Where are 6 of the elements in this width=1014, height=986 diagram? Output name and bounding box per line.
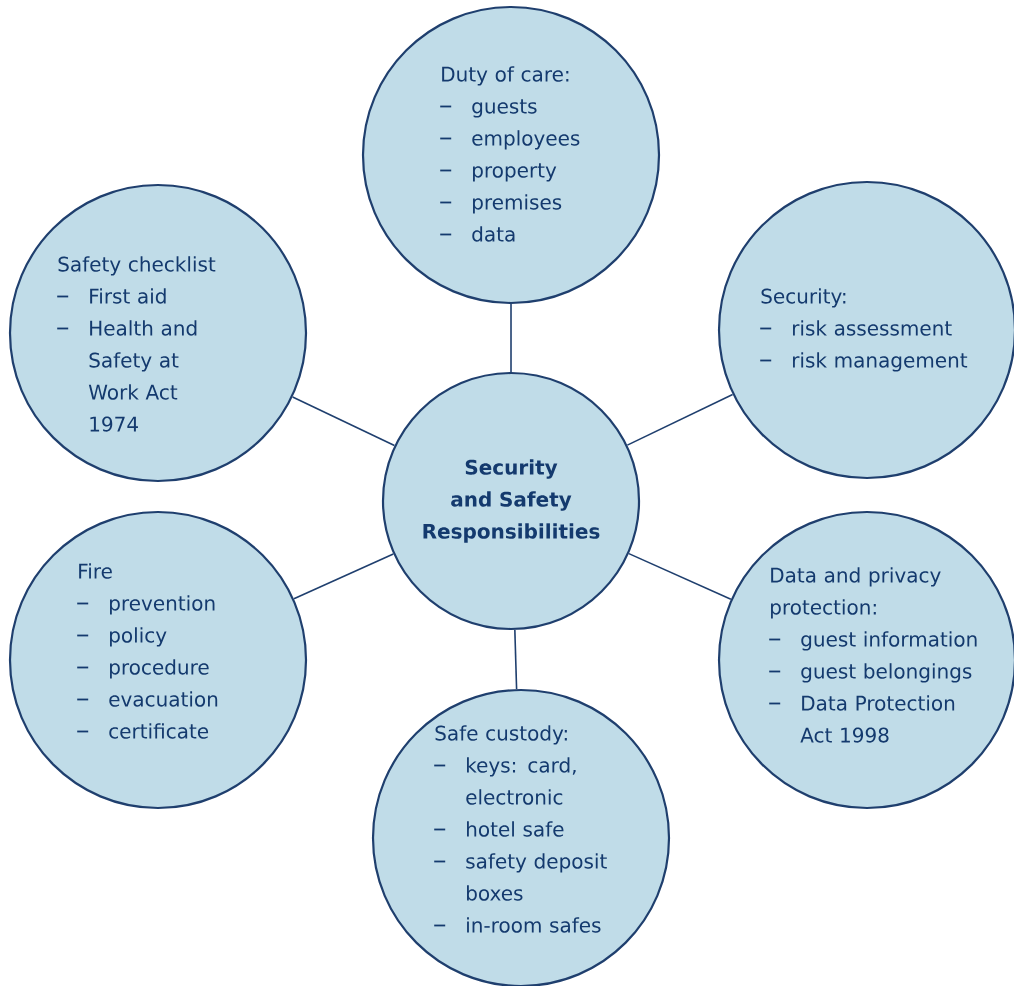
connector-line bbox=[514, 629, 518, 690]
connector-line bbox=[291, 396, 396, 447]
connector-line bbox=[626, 393, 734, 446]
connector-line bbox=[628, 552, 732, 600]
connector-line bbox=[293, 553, 395, 600]
connector-line bbox=[510, 303, 512, 373]
